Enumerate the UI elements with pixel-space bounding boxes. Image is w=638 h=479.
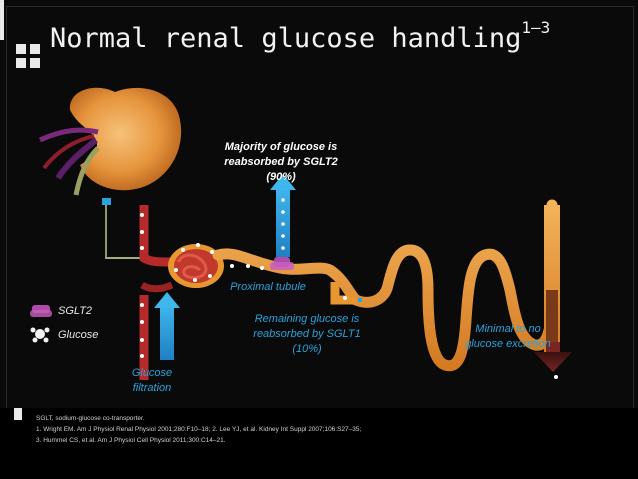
- decor-bar: [0, 0, 4, 40]
- reference-line: SGLT, sodium-glucose co-transporter.: [36, 415, 145, 422]
- minimal-excretion-line: glucose excretion: [465, 338, 551, 350]
- nephron-tubule: [212, 199, 560, 372]
- reference-line: 3. Hummel CS, et al. Am J Physiol Cell P…: [36, 437, 226, 444]
- page-title: Normal renal glucose handling1–3: [50, 18, 550, 54]
- glucose-filtration-label: Glucose filtration: [112, 366, 192, 396]
- sglt2-legend-icon: [30, 305, 52, 317]
- title-superscript: 1–3: [521, 18, 551, 37]
- proximal-tubule-label: Proximal tubule: [230, 281, 306, 293]
- title-text: Normal renal glucose handling: [50, 23, 522, 54]
- decor-square: [30, 58, 40, 68]
- glucose-legend-icon: [30, 327, 50, 343]
- kidney-illustration: [38, 87, 182, 205]
- sglt2-reabsorption-arrow: [270, 174, 296, 257]
- legend-sglt2-label: SGLT2: [58, 305, 93, 317]
- sglt2-majority-line: Majority of glucose is: [224, 141, 338, 153]
- glucose-molecules: [140, 198, 558, 379]
- minimal-excretion-line: Minimal to no: [475, 323, 541, 335]
- decor-square: [30, 44, 40, 54]
- sglt2-majority-line: (90%): [266, 171, 296, 183]
- excretion-arrow: [534, 342, 572, 372]
- decor-square: [14, 408, 22, 420]
- blood-vessels: [139, 205, 174, 380]
- decor-square: [16, 58, 26, 68]
- sglt1-remaining-line: Remaining glucose is: [254, 313, 360, 325]
- decor-square: [16, 44, 26, 54]
- references-band: [0, 408, 638, 479]
- minimal-excretion-label: Minimal to no glucose excretion: [458, 322, 558, 352]
- sglt1-remaining-line: (10%): [292, 343, 322, 355]
- glucose-filtration-line: filtration: [132, 382, 172, 394]
- sglt2-majority-line: reabsorbed by SGLT2: [224, 156, 338, 168]
- glucose-filtration-line: Glucose: [131, 367, 173, 379]
- references: SGLT, sodium-glucose co-transporter. 1. …: [36, 413, 361, 446]
- glucose-filtration-arrow: [154, 292, 180, 360]
- sglt1-remaining-label: Remaining glucose is reabsorbed by SGLT1…: [252, 312, 362, 357]
- reference-line: 1. Wright EM. Am J Physiol Renal Physiol…: [36, 426, 362, 433]
- sglt2-majority-label: Majority of glucose is reabsorbed by SGL…: [222, 140, 340, 185]
- sglt2-transporters: [270, 257, 294, 270]
- legend-glucose-label: Glucose: [58, 329, 99, 341]
- sglt1-remaining-line: reabsorbed by SGLT1: [253, 328, 361, 340]
